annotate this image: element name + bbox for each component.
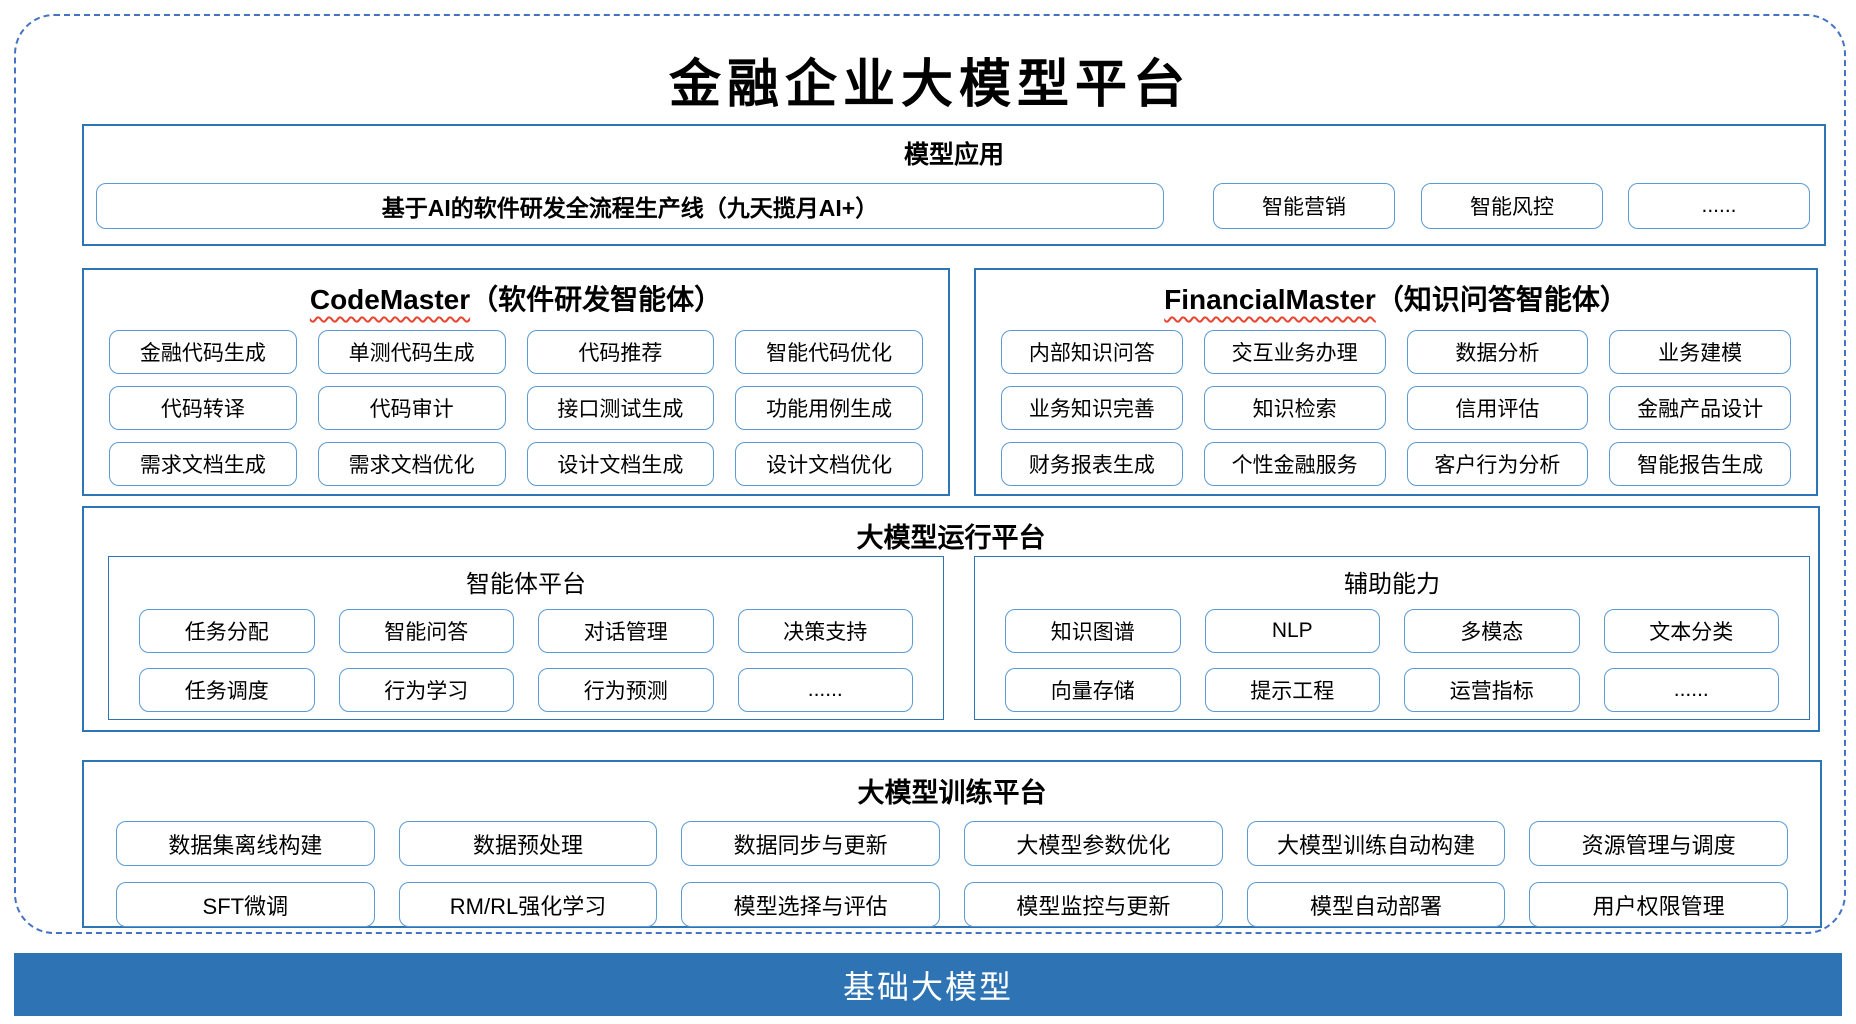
foundation-model-bar: 基础大模型 xyxy=(14,953,1842,1016)
app-box-ai-pipeline: 基于AI的软件研发全流程生产线（九天揽月AI+） xyxy=(96,183,1164,229)
financialmaster-box: 业务知识完善 xyxy=(1001,386,1183,430)
codemaster-box: 设计文档优化 xyxy=(735,442,923,486)
financialmaster-box: 信用评估 xyxy=(1406,386,1589,430)
auxiliary-box: 文本分类 xyxy=(1603,609,1779,653)
training-box: RM/RL强化学习 xyxy=(398,882,658,927)
agent-platform-box: 决策支持 xyxy=(737,609,913,653)
codemaster-box: 接口测试生成 xyxy=(526,386,715,430)
page-title: 金融企业大模型平台 xyxy=(668,54,1191,115)
auxiliary-capabilities-grid: 知识图谱 NLP 多模态 文本分类 向量存储 提示工程 运营指标 ...... xyxy=(975,599,1809,712)
app-box-marketing: 智能营销 xyxy=(1213,183,1395,229)
training-box: 大模型参数优化 xyxy=(963,821,1223,866)
financialmaster-title-zh: （知识问答智能体） xyxy=(1375,284,1628,315)
codemaster-grid: 金融代码生成 单测代码生成 代码推荐 智能代码优化 代码转译 代码审计 接口测试… xyxy=(84,318,948,486)
agent-platform-box: ...... xyxy=(737,668,913,712)
subsection-agent-platform: 智能体平台 任务分配 智能问答 对话管理 决策支持 任务调度 行为学习 行为预测… xyxy=(108,556,944,720)
training-box: 数据同步与更新 xyxy=(681,821,940,866)
app-box-risk-control: 智能风控 xyxy=(1421,183,1603,229)
section-runtime-platform: 大模型运行平台 智能体平台 任务分配 智能问答 对话管理 决策支持 任务调度 行… xyxy=(82,506,1820,732)
codemaster-box: 代码审计 xyxy=(317,386,506,430)
training-box: 模型自动部署 xyxy=(1246,882,1506,927)
agent-platform-box: 智能问答 xyxy=(338,609,514,653)
agent-platform-title: 智能体平台 xyxy=(466,571,586,598)
agent-platform-box: 任务调度 xyxy=(139,668,315,712)
training-box: SFT微调 xyxy=(116,882,375,927)
agent-platform-box: 任务分配 xyxy=(139,609,315,653)
training-box: 资源管理与调度 xyxy=(1529,821,1788,866)
codemaster-box: 单测代码生成 xyxy=(317,330,506,374)
codemaster-box: 金融代码生成 xyxy=(109,330,297,374)
financialmaster-box: 交互业务办理 xyxy=(1203,330,1386,374)
codemaster-box: 功能用例生成 xyxy=(735,386,923,430)
training-box: 用户权限管理 xyxy=(1529,882,1788,927)
financialmaster-box: 金融产品设计 xyxy=(1609,386,1791,430)
training-box: 模型监控与更新 xyxy=(963,882,1223,927)
financialmaster-box: 个性金融服务 xyxy=(1203,442,1386,486)
training-platform-grid: 数据集离线构建 数据预处理 数据同步与更新 大模型参数优化 大模型训练自动构建 … xyxy=(84,810,1820,927)
foundation-model-label: 基础大模型 xyxy=(842,968,1013,1005)
codemaster-title-en: CodeMaster xyxy=(309,284,471,315)
model-applications-title: 模型应用 xyxy=(903,141,1004,169)
agent-platform-grid: 任务分配 智能问答 对话管理 决策支持 任务调度 行为学习 行为预测 .....… xyxy=(109,599,943,712)
codemaster-box: 需求文档优化 xyxy=(317,442,506,486)
financialmaster-box: 数据分析 xyxy=(1406,330,1589,374)
financialmaster-box: 客户行为分析 xyxy=(1406,442,1589,486)
codemaster-box: 智能代码优化 xyxy=(735,330,923,374)
financialmaster-title-en: FinancialMaster xyxy=(1164,284,1376,315)
financialmaster-box: 内部知识问答 xyxy=(1001,330,1183,374)
auxiliary-box: 提示工程 xyxy=(1204,668,1380,712)
auxiliary-box: ...... xyxy=(1603,668,1779,712)
auxiliary-box: 知识图谱 xyxy=(1005,609,1181,653)
training-box: 数据预处理 xyxy=(398,821,658,866)
auxiliary-box: 运营指标 xyxy=(1404,668,1580,712)
codemaster-box: 需求文档生成 xyxy=(109,442,297,486)
runtime-platform-title: 大模型运行平台 xyxy=(856,523,1046,553)
section-training-platform: 大模型训练平台 数据集离线构建 数据预处理 数据同步与更新 大模型参数优化 大模… xyxy=(82,760,1822,928)
subsection-auxiliary-capabilities: 辅助能力 知识图谱 NLP 多模态 文本分类 向量存储 提示工程 运营指标 ..… xyxy=(974,556,1810,720)
section-model-applications: 模型应用 基于AI的软件研发全流程生产线（九天揽月AI+） 智能营销 智能风控 … xyxy=(82,124,1826,246)
codemaster-title: CodeMaster（软件研发智能体） xyxy=(84,278,948,318)
auxiliary-box: 向量存储 xyxy=(1005,668,1181,712)
agent-platform-box: 行为学习 xyxy=(338,668,514,712)
financialmaster-box: 财务报表生成 xyxy=(1001,442,1183,486)
section-financialmaster: FinancialMaster（知识问答智能体） 内部知识问答 交互业务办理 数… xyxy=(974,268,1818,496)
training-box: 模型选择与评估 xyxy=(681,882,940,927)
agent-platform-box: 行为预测 xyxy=(538,668,714,712)
financialmaster-title: FinancialMaster（知识问答智能体） xyxy=(976,278,1816,318)
auxiliary-box: NLP xyxy=(1204,609,1380,653)
financialmaster-box: 知识检索 xyxy=(1203,386,1386,430)
training-platform-title: 大模型训练平台 xyxy=(857,778,1047,808)
codemaster-title-zh: （软件研发智能体） xyxy=(470,284,723,315)
training-box: 数据集离线构建 xyxy=(116,821,375,866)
training-box: 大模型训练自动构建 xyxy=(1246,821,1506,866)
auxiliary-capabilities-title: 辅助能力 xyxy=(1344,571,1440,598)
financialmaster-box: 业务建模 xyxy=(1609,330,1791,374)
app-box-ellipsis: ...... xyxy=(1628,183,1810,229)
outer-dashed-frame: 金融企业大模型平台 模型应用 基于AI的软件研发全流程生产线（九天揽月AI+） … xyxy=(14,14,1846,934)
codemaster-box: 设计文档生成 xyxy=(526,442,715,486)
section-codemaster: CodeMaster（软件研发智能体） 金融代码生成 单测代码生成 代码推荐 智… xyxy=(82,268,950,496)
codemaster-box: 代码转译 xyxy=(109,386,297,430)
financialmaster-grid: 内部知识问答 交互业务办理 数据分析 业务建模 业务知识完善 知识检索 信用评估… xyxy=(976,318,1816,486)
financialmaster-box: 智能报告生成 xyxy=(1609,442,1791,486)
agent-platform-box: 对话管理 xyxy=(538,609,714,653)
auxiliary-box: 多模态 xyxy=(1404,609,1580,653)
codemaster-box: 代码推荐 xyxy=(526,330,715,374)
